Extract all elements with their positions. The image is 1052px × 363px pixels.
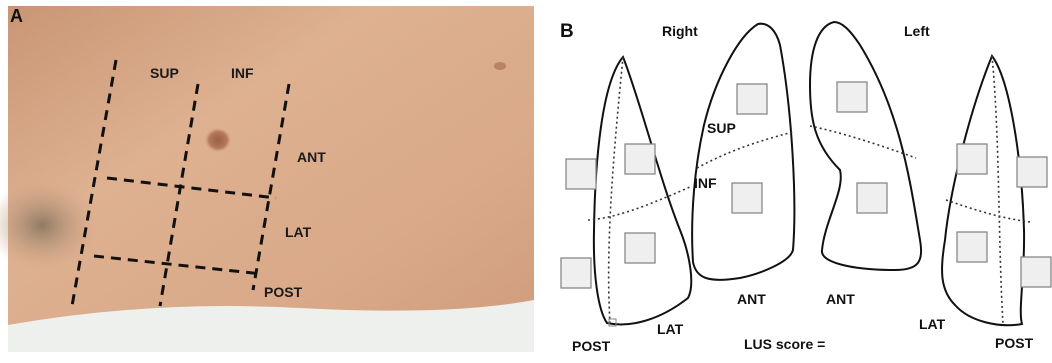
side-label-left: Left <box>904 23 930 39</box>
zone-box-left-lat-sup <box>957 144 987 174</box>
diagram-label-ant-left: ANT <box>826 291 855 307</box>
panel-b-letter: B <box>560 21 574 42</box>
zone-box-right-post-sup <box>566 159 596 189</box>
zone-box-left-post-inf <box>1021 257 1051 287</box>
photo-label-ant: ANT <box>297 149 326 165</box>
side-label-right: Right <box>662 23 698 39</box>
left-lung-anterior-outline <box>810 22 921 270</box>
zone-box-right-ant-inf <box>732 183 762 213</box>
diagram-label-lat-left: LAT <box>919 316 946 332</box>
panel-a-letter: A <box>10 6 23 26</box>
zone-box-right-post-inf <box>561 258 591 288</box>
photo-label-sup: SUP <box>150 65 179 81</box>
zone-box-right-ant-sup <box>737 84 767 114</box>
diagram-label-inf: INF <box>694 175 717 191</box>
photo-label-post: POST <box>264 284 303 300</box>
right-lung-lateral-outline <box>594 57 691 324</box>
panel-b-diagram: B Right Left <box>560 21 1051 354</box>
zone-box-left-lat-inf <box>957 232 987 262</box>
left-lung-lateral-outline <box>942 56 1024 325</box>
diagram-label-ant-right: ANT <box>737 291 766 307</box>
photo-label-lat: LAT <box>285 224 312 240</box>
left-lateral-fissure <box>946 200 1030 222</box>
zone-box-left-ant-inf <box>857 183 887 213</box>
zone-box-left-post-sup <box>1017 157 1047 187</box>
right-anterior-fissure <box>697 132 793 168</box>
diagram-label-sup: SUP <box>707 120 736 136</box>
zone-box-left-ant-sup <box>837 82 867 112</box>
navel <box>494 62 506 70</box>
diagram-label-post-right: POST <box>572 338 611 354</box>
panel-a-photo: SUP INF ANT LAT POST A <box>0 6 534 352</box>
lus-score-label: LUS score = <box>744 336 825 352</box>
zone-box-right-lat-sup <box>625 144 655 174</box>
skin-background <box>8 6 534 352</box>
nipple <box>205 128 231 152</box>
right-lateral-posterior-line <box>609 57 623 324</box>
right-lung-anterior-outline <box>692 24 794 280</box>
zone-box-right-lat-inf <box>625 233 655 263</box>
diagram-label-lat-right: LAT <box>657 321 684 337</box>
photo-label-inf: INF <box>231 65 254 81</box>
diagram-label-post-left: POST <box>995 335 1034 351</box>
left-lateral-posterior-line <box>992 56 1003 324</box>
